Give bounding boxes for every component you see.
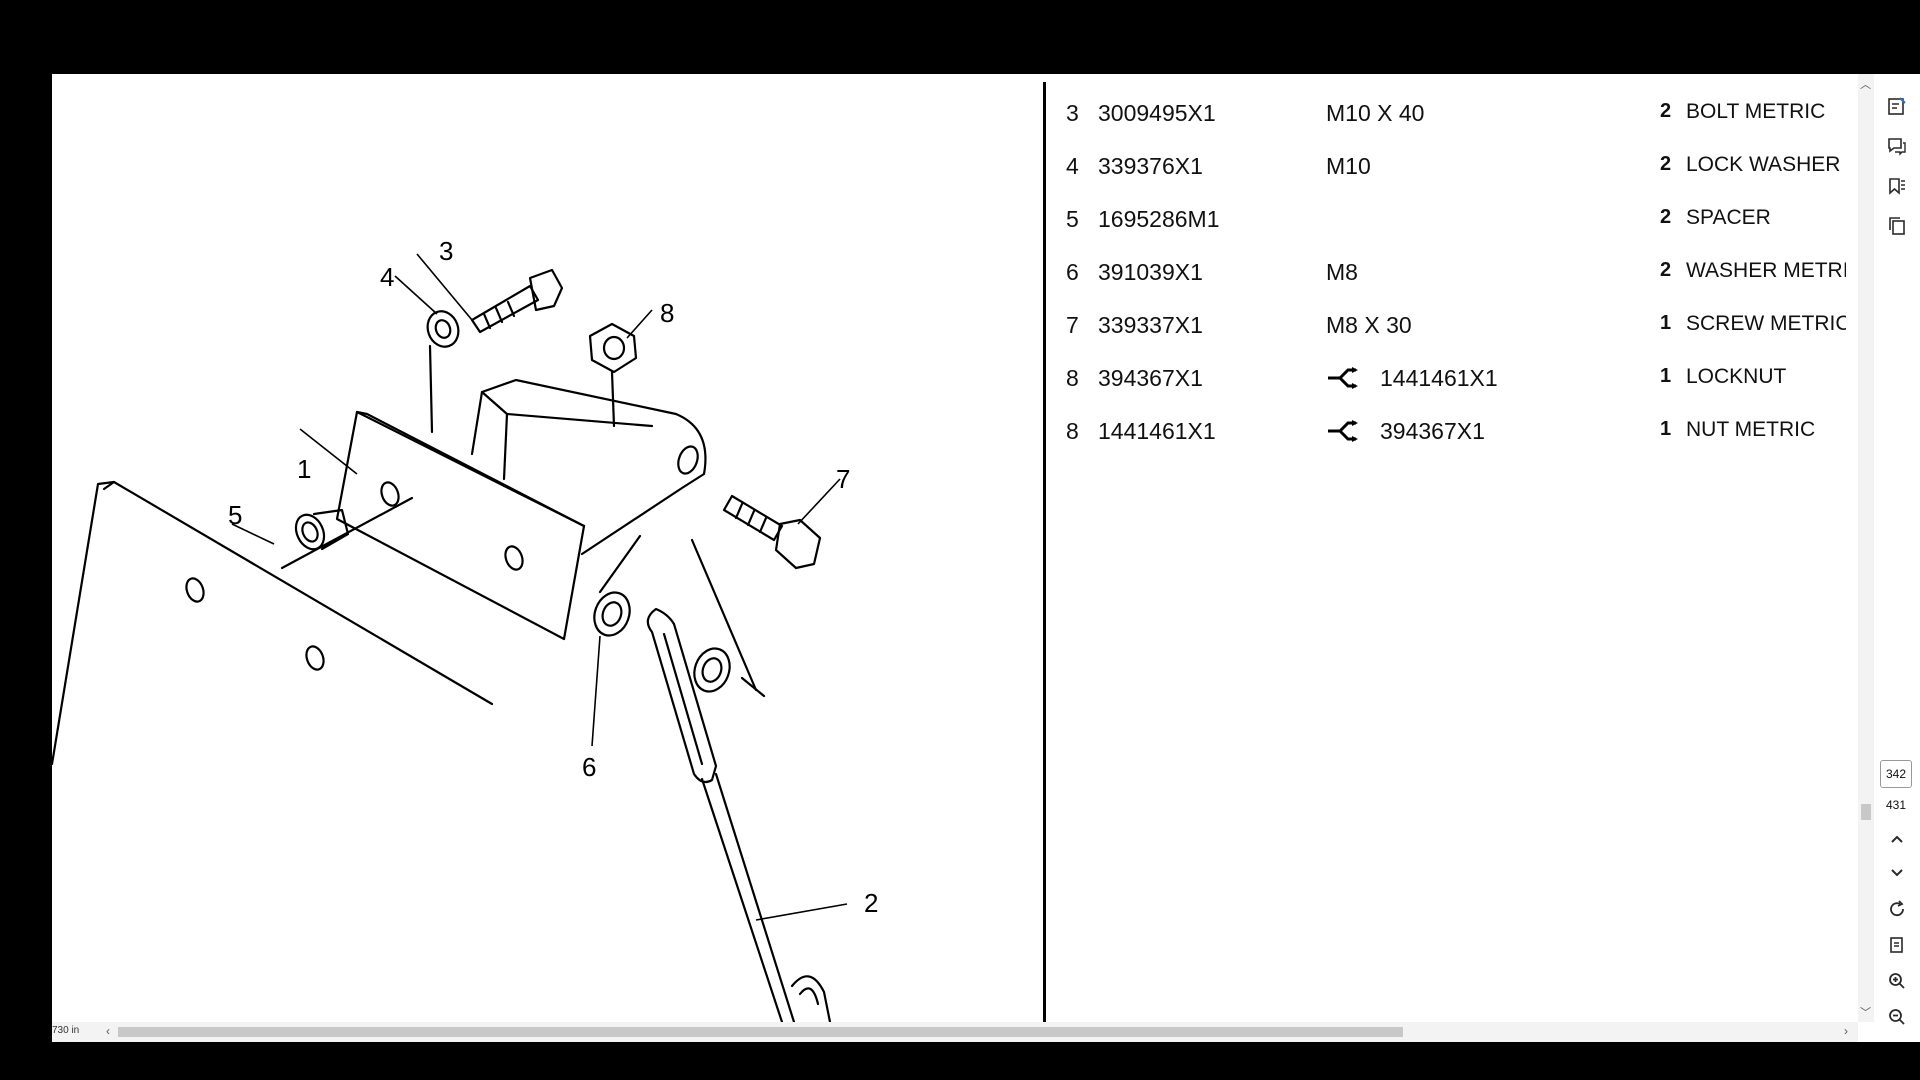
plate-hole (185, 577, 205, 603)
current-page-input[interactable]: 342 (1880, 760, 1912, 788)
part-quantity: 2 (1660, 259, 1672, 281)
part-description: BOLT METRIC (1686, 100, 1826, 123)
page-divider (1043, 82, 1046, 1022)
branch-arrow-icon[interactable] (1326, 367, 1360, 389)
bracket-plate (335, 410, 586, 641)
comments-icon[interactable] (1885, 136, 1909, 160)
part-number[interactable]: 339337X1 (1098, 312, 1203, 338)
total-pages: 431 (1885, 798, 1907, 812)
part-spec: M8 X 30 (1326, 312, 1412, 338)
copy-pages-icon[interactable] (1885, 216, 1909, 240)
part-spec: M8 (1326, 259, 1358, 285)
part-description: SPACER (1686, 206, 1771, 229)
part-spec: M10 (1326, 153, 1371, 179)
bookmark-list-icon[interactable] (1885, 176, 1909, 200)
ref-number: 6 (1066, 259, 1079, 285)
bolt-m10 (470, 284, 540, 334)
right-toolbar: 342 431 (1874, 74, 1920, 1042)
plate-hole (305, 645, 325, 671)
lock-washer (426, 310, 460, 348)
scroll-up-icon[interactable]: ︿ (1860, 79, 1871, 91)
part-number[interactable]: 1695286M1 (1098, 206, 1220, 232)
base-plate (52, 480, 494, 766)
parts-list: 3 3009495X1 M10 X 40 2 BOLT METRIC 4 339… (1046, 74, 1846, 1022)
ref-number: 4 (1066, 153, 1079, 179)
callout-4: 4 (380, 262, 394, 292)
bracket-arm (470, 378, 707, 556)
part-number[interactable]: 1441461X1 (1098, 418, 1216, 444)
horizontal-scrollbar[interactable]: 730 in ‹ › (52, 1022, 1858, 1042)
callout-2: 2 (864, 888, 878, 918)
page-view-icon[interactable] (1885, 936, 1909, 960)
exploded-view-diagram: 1 2 3 4 5 6 7 8 (52, 236, 878, 1022)
part-quantity: 2 (1660, 153, 1672, 175)
part-quantity: 2 (1660, 206, 1672, 228)
alternate-part-number[interactable]: 1441461X1 (1380, 365, 1498, 391)
zoom-out-icon[interactable] (1885, 1008, 1909, 1032)
ref-number: 3 (1066, 100, 1079, 126)
part-quantity: 2 (1660, 100, 1672, 122)
parts-drawing: 1 2 3 4 5 6 7 8 (52, 74, 1042, 1022)
part-spec: M10 X 40 (1326, 100, 1425, 126)
chevron-up-icon[interactable] (1885, 830, 1909, 854)
ref-number: 8 (1066, 365, 1079, 391)
horizontal-scroll-thumb[interactable] (118, 1027, 1403, 1037)
document-viewer: 1 2 3 4 5 6 7 8 3 3009495X1 M10 X 40 2 B… (52, 74, 1874, 1042)
callout-7: 7 (836, 464, 850, 494)
rotate-icon[interactable] (1885, 900, 1909, 924)
callout-6: 6 (582, 752, 596, 782)
alternate-part-number[interactable]: 394367X1 (1380, 418, 1485, 444)
bracket-hole (380, 481, 400, 507)
form-edit-icon[interactable] (1885, 96, 1909, 120)
part-number[interactable]: 3009495X1 (1098, 100, 1216, 126)
callout-3: 3 (439, 236, 453, 266)
ref-number: 8 (1066, 418, 1079, 444)
part-description: NUT METRIC (1686, 418, 1816, 441)
scroll-right-icon[interactable]: › (1844, 1024, 1848, 1038)
zoom-in-icon[interactable] (1885, 972, 1909, 996)
part-number[interactable]: 391039X1 (1098, 259, 1203, 285)
zoom-label: 730 in (52, 1025, 80, 1036)
washer-m8 (593, 591, 631, 637)
scroll-down-icon[interactable]: ﹀ (1860, 1007, 1871, 1019)
screw-m8 (722, 494, 784, 542)
ref-number: 7 (1066, 312, 1079, 338)
washer-m8 (693, 647, 731, 693)
callout-1: 1 (297, 454, 311, 484)
vertical-scroll-thumb[interactable] (1861, 804, 1871, 820)
locknut (588, 322, 638, 374)
chevron-down-icon[interactable] (1885, 864, 1909, 888)
part-description: WASHER METRI (1686, 259, 1846, 282)
part-description: LOCKNUT (1686, 365, 1787, 388)
scroll-left-icon[interactable]: ‹ (106, 1024, 110, 1038)
bracket-hole (504, 545, 524, 571)
part-number[interactable]: 339376X1 (1098, 153, 1203, 179)
callout-5: 5 (228, 500, 242, 530)
callout-8: 8 (660, 298, 674, 328)
part-quantity: 1 (1660, 365, 1672, 387)
part-number[interactable]: 394367X1 (1098, 365, 1203, 391)
part-description: SCREW METRIC (1686, 312, 1846, 335)
ref-number: 5 (1066, 206, 1079, 232)
part-quantity: 1 (1660, 418, 1672, 440)
vertical-scrollbar[interactable]: ︿ ﹀ (1858, 74, 1874, 1022)
part-quantity: 1 (1660, 312, 1672, 334)
part-description: LOCK WASHER (1686, 153, 1841, 176)
arm-hole (677, 445, 699, 475)
branch-arrow-icon[interactable] (1326, 420, 1360, 442)
